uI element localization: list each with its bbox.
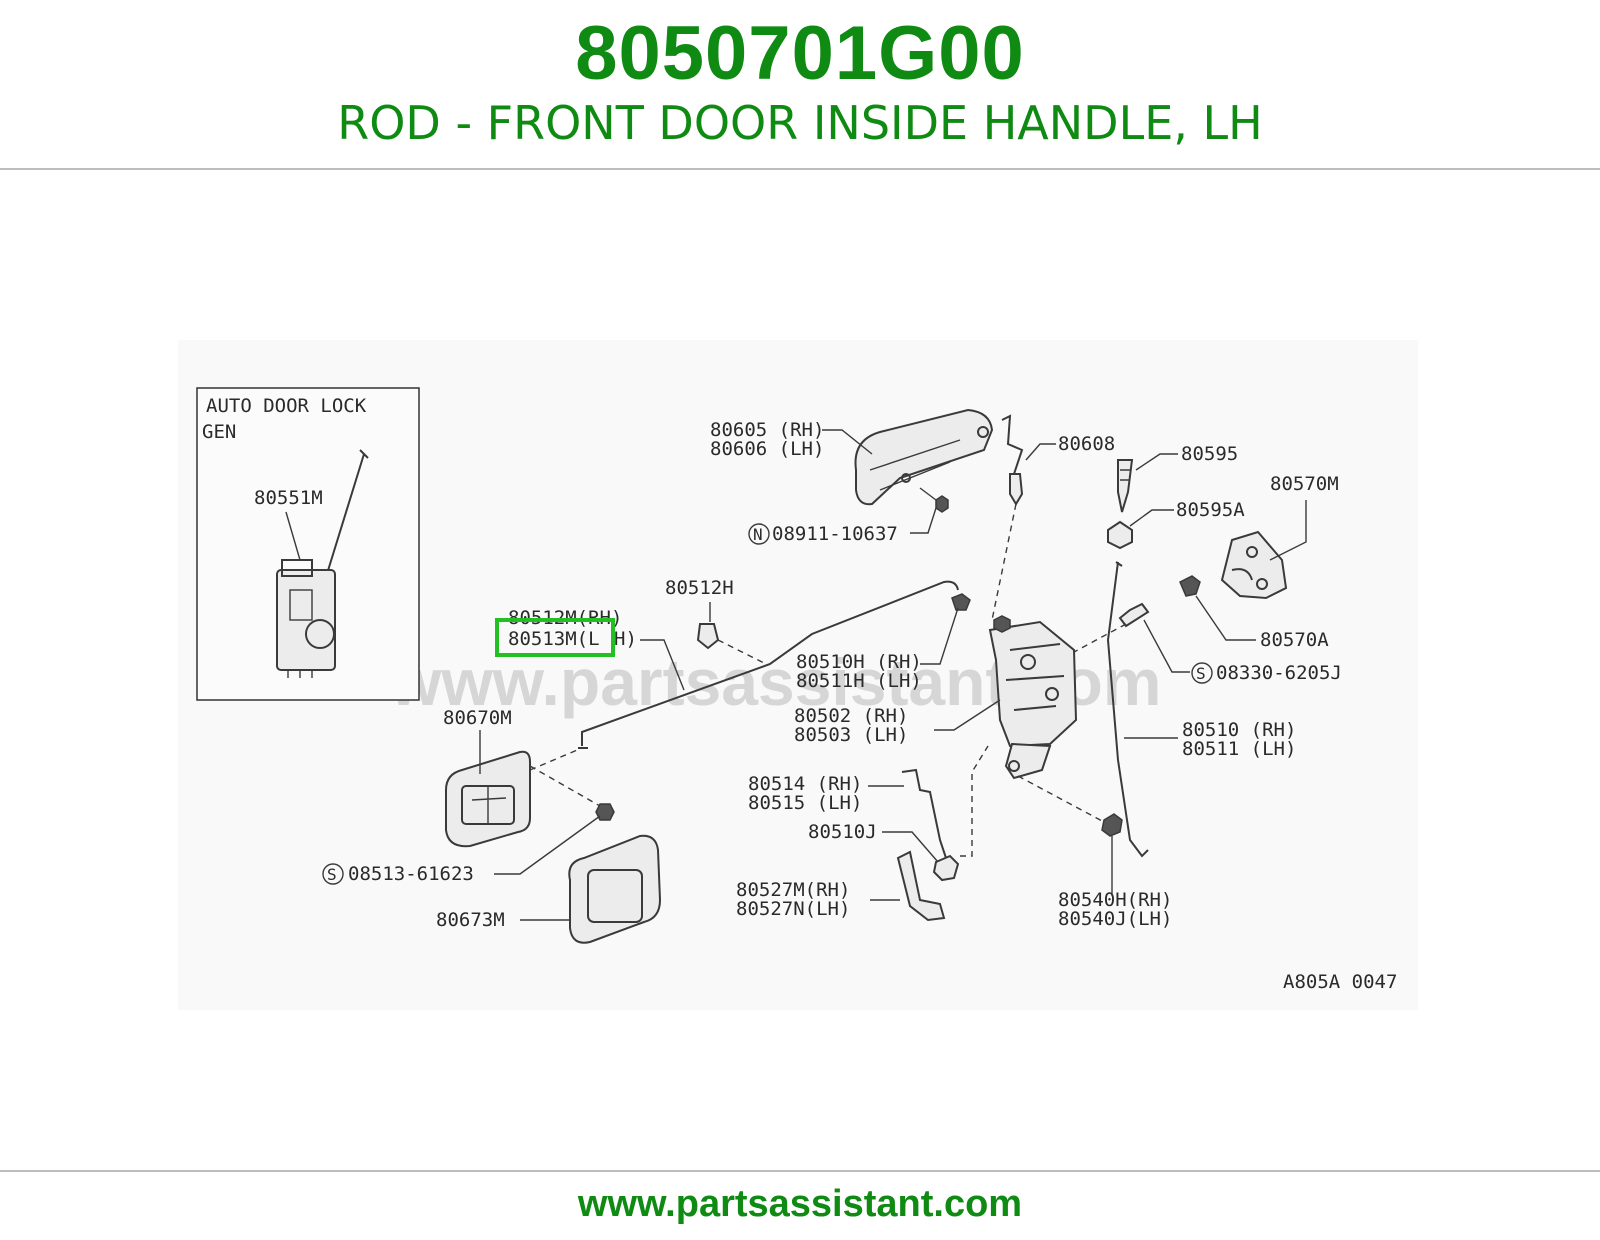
callout-80595a: 80595A xyxy=(1176,499,1245,521)
inset-subtitle: GEN xyxy=(202,421,236,443)
door-lock-body xyxy=(988,615,1078,780)
callout-80540j-lh: 80540J(LH) xyxy=(1058,908,1172,930)
inside-handle-80670M xyxy=(445,750,531,848)
callout-80570a: 80570A xyxy=(1260,629,1329,651)
bolt-80595 xyxy=(1117,459,1134,513)
callout-80510j: 80510J xyxy=(808,821,877,843)
inset-title: AUTO DOOR LOCK xyxy=(206,395,367,417)
footer-url-link[interactable]: www.partsassistant.com xyxy=(577,1183,1023,1225)
callout-80513m-lh: 80513M(L xyxy=(508,628,600,650)
screw-08513 xyxy=(595,803,615,821)
clip-80510H xyxy=(951,593,971,611)
callout-80510h-rh: 80510H (RH) xyxy=(796,651,922,673)
rod-80608 xyxy=(991,414,1024,621)
escutcheon-80673M xyxy=(568,834,662,944)
callout-80502-rh: 80502 (RH) xyxy=(794,705,908,727)
highlight-80513M xyxy=(495,618,615,657)
callout-80514-rh: 80514 (RH) xyxy=(748,773,862,795)
inset-label-80551M: 80551M xyxy=(254,487,323,509)
callout-08330-6205j: 08330-6205J xyxy=(1216,662,1342,684)
callout-80513m-tail: H) xyxy=(614,628,637,650)
callout-80511h-lh: 80511H (LH) xyxy=(796,670,922,692)
callout-80570m: 80570M xyxy=(1270,473,1339,495)
callout-80527m-rh: 80527M(RH) xyxy=(736,879,850,901)
footer-divider xyxy=(0,1170,1600,1172)
protector-80527M xyxy=(896,850,946,922)
outside-handle xyxy=(854,408,994,513)
callout-80511-lh: 80511 (LH) xyxy=(1182,738,1296,760)
callout-80606-lh: 80606 (LH) xyxy=(710,438,824,460)
striker-80570M xyxy=(1220,530,1288,600)
rod-80514 xyxy=(901,745,989,859)
callout-80512h: 80512H xyxy=(665,577,734,599)
symbol-n: N xyxy=(753,525,763,544)
bolt-08330 xyxy=(1118,602,1150,628)
rod-80510 xyxy=(1106,561,1149,858)
part-number: 8050701G00 xyxy=(575,11,1025,96)
drawing-code: A805A 0047 xyxy=(1283,971,1397,993)
callout-80503-lh: 80503 (LH) xyxy=(794,724,908,746)
inset-auto-door-lock: AUTO DOOR LOCK GEN 80551M xyxy=(196,387,420,701)
header-divider xyxy=(0,168,1600,170)
callout-80540h-rh: 80540H(RH) xyxy=(1058,889,1172,911)
callout-80515-lh: 80515 (LH) xyxy=(748,792,862,814)
clip-80510J xyxy=(932,854,960,882)
callout-80510-rh: 80510 (RH) xyxy=(1182,719,1296,741)
part-description: ROD - FRONT DOOR INSIDE HANDLE, LH xyxy=(337,96,1263,150)
callout-80608: 80608 xyxy=(1058,433,1115,455)
callout-80670m: 80670M xyxy=(443,707,512,729)
callout-80673m: 80673M xyxy=(436,909,505,931)
nut-80595A xyxy=(1107,520,1133,550)
callout-80595: 80595 xyxy=(1181,443,1238,465)
inside-handle-rod xyxy=(578,580,959,749)
callout-80527n-lh: 80527N(LH) xyxy=(736,898,850,920)
bushing-80540H xyxy=(1101,813,1123,837)
header: 8050701G00 ROD - FRONT DOOR INSIDE HANDL… xyxy=(0,0,1600,170)
symbol-s-08330: S xyxy=(1196,664,1206,683)
screw-80570A xyxy=(1179,575,1201,597)
callout-08513-61623: 08513-61623 xyxy=(348,863,474,885)
callout-08911-10637: 08911-10637 xyxy=(772,523,898,545)
callout-80605-rh: 80605 (RH) xyxy=(710,419,824,441)
clip-80512H xyxy=(696,623,720,650)
symbol-s-08513: S xyxy=(327,865,337,884)
